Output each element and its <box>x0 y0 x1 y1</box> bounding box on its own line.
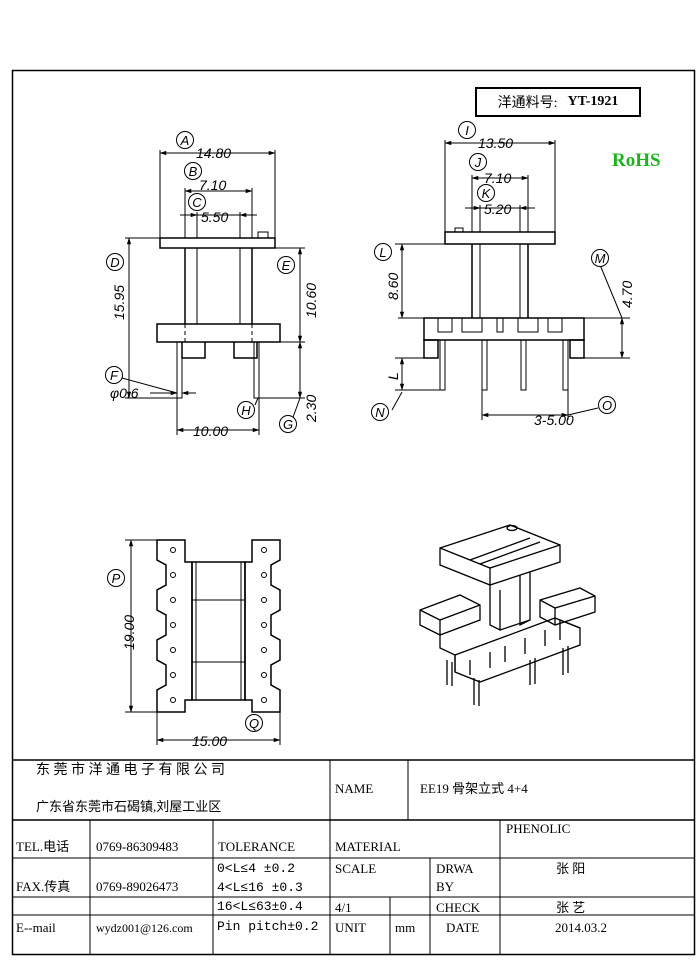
label-a: A <box>180 133 190 148</box>
callout-labels: A B C D E F G H I J K L M N O P Q <box>105 121 616 732</box>
callout-i: I <box>458 121 476 139</box>
check-label: CHECK <box>436 900 481 915</box>
tolerance-row-4: Pin pitch±0.2 <box>217 919 319 934</box>
callout-j: J <box>469 153 487 171</box>
dim-b: 7.10 <box>199 177 226 193</box>
part-number-label: 洋通料号: <box>497 96 558 111</box>
name-value: EE19 骨架立式 4+4 <box>420 781 528 796</box>
tolerance-row-3: 16<L≤63±0.4 <box>217 899 303 914</box>
dim-g: 2.30 <box>303 395 319 423</box>
label-o: O <box>602 398 612 413</box>
callout-q: Q <box>245 714 263 732</box>
dim-j: 7.10 <box>484 170 511 186</box>
tel-label: TEL.电话 <box>16 839 70 854</box>
dim-o: 3-5.00 <box>534 412 574 428</box>
callout-c: C <box>188 193 206 211</box>
label-m: M <box>595 251 606 266</box>
tolerance-row-1: 0<L≤4 ±0.2 <box>217 861 296 876</box>
label-g: G <box>283 417 293 432</box>
label-c: C <box>192 195 202 210</box>
dim-q: 15.00 <box>192 733 227 749</box>
email-value: wydz001@126.com <box>96 921 193 935</box>
rohs-mark: RoHS <box>612 150 661 171</box>
fax-label: FAX.传真 <box>16 879 71 894</box>
dim-l: 8.60 <box>385 273 401 300</box>
dim-k: 5.20 <box>484 201 511 217</box>
unit-label: UNIT <box>335 920 367 935</box>
material-value: PHENOLIC <box>506 821 571 836</box>
dim-p: 19.00 <box>121 615 137 650</box>
dim-a: 14.80 <box>196 145 231 161</box>
dim-e: 10.60 <box>303 283 319 318</box>
dim-i: 13.50 <box>478 135 513 151</box>
callout-n: N <box>371 403 389 421</box>
part-number-value: YT-1921 <box>567 94 619 109</box>
label-i: I <box>465 123 469 138</box>
dimension-texts: 14.80 7.10 5.50 15.95 10.60 φ0.6 10.00 2… <box>110 135 635 749</box>
company-name: 东 莞 市 洋 通 电 子 有 限 公 司 <box>36 763 225 778</box>
dim-d: 15.95 <box>111 285 127 320</box>
label-f: F <box>110 368 119 383</box>
callout-o: O <box>598 396 616 414</box>
callout-g: G <box>279 415 297 433</box>
callout-l: L <box>374 243 392 261</box>
name-label: NAME <box>335 781 374 796</box>
label-j: J <box>474 155 482 170</box>
callout-f: F <box>105 366 123 384</box>
part-number-box: 洋通料号: YT-1921 <box>475 87 641 117</box>
scale-label: SCALE <box>335 861 377 876</box>
dim-c: 5.50 <box>201 209 228 225</box>
dim-f: φ0.6 <box>110 385 139 401</box>
callout-m: M <box>591 249 609 267</box>
label-p: P <box>112 571 121 586</box>
label-q: Q <box>249 716 259 731</box>
label-e: E <box>282 258 291 273</box>
dim-m: 4.70 <box>619 281 635 308</box>
callout-h: H <box>237 401 255 419</box>
isometric-view <box>419 524 596 706</box>
drawn-label-1: DRWA <box>436 861 474 876</box>
label-d: D <box>110 255 119 270</box>
front-view <box>121 150 305 435</box>
label-b: B <box>189 164 198 179</box>
callout-e: E <box>277 256 295 274</box>
date-value: 2014.03.2 <box>555 920 607 935</box>
tel-value: 0769-86309483 <box>96 839 179 854</box>
label-h: H <box>241 403 251 418</box>
company-address: 广东省东莞市石碣镇,刘屋工业区 <box>36 799 222 814</box>
tolerance-label: TOLERANCE <box>218 839 296 854</box>
top-view <box>125 539 281 745</box>
fax-value: 0769-89026473 <box>96 879 179 894</box>
label-l: L <box>379 245 386 260</box>
callout-d: D <box>106 253 124 271</box>
callout-k: K <box>477 184 495 202</box>
tolerance-row-2: 4<L≤16 ±0.3 <box>217 880 303 895</box>
title-block-grid <box>12 759 695 955</box>
drawn-value: 张 阳 <box>556 861 586 876</box>
email-label: E--mail <box>16 920 56 935</box>
dim-n: L <box>385 372 401 380</box>
sheet-border <box>11 69 696 956</box>
check-value: 张 艺 <box>556 900 586 915</box>
callout-a: A <box>176 131 194 149</box>
scale-value: 4/1 <box>335 900 352 915</box>
label-n: N <box>375 405 385 420</box>
material-label: MATERIAL <box>335 839 401 854</box>
callout-p: P <box>107 569 125 587</box>
label-k: K <box>482 186 492 201</box>
unit-value: mm <box>395 920 416 935</box>
drawn-label-2: BY <box>436 879 455 894</box>
side-view <box>391 140 630 420</box>
dim-h: 10.00 <box>193 423 228 439</box>
date-label: DATE <box>446 920 480 935</box>
callout-b: B <box>184 162 202 180</box>
